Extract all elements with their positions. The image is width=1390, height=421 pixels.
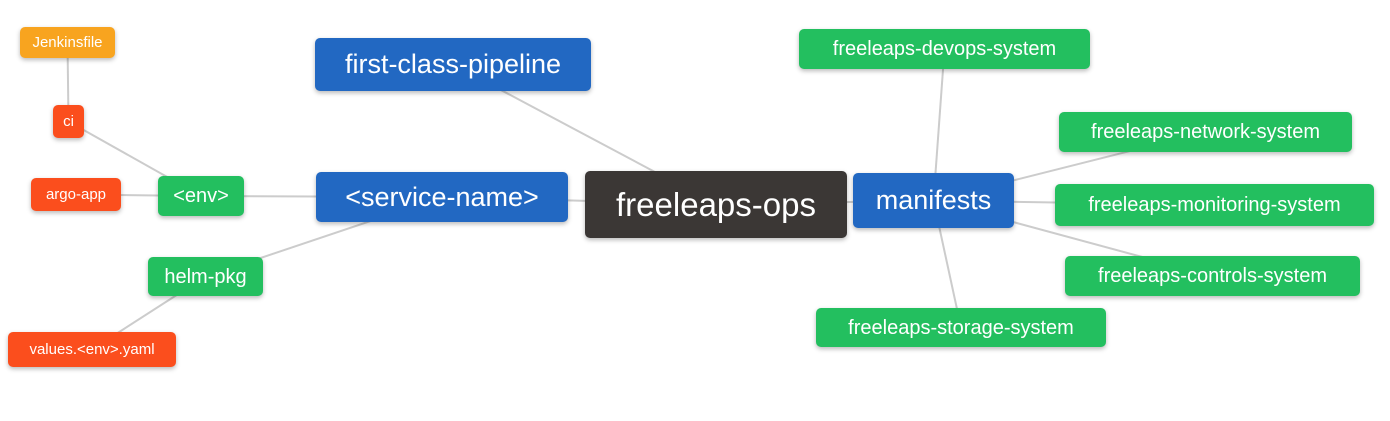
node-jenkinsfile[interactable]: Jenkinsfile [20,27,115,58]
node-values-env-yaml[interactable]: values.<env>.yaml [8,332,176,367]
node-freeleaps-ops-root[interactable]: freeleaps-ops [585,171,847,238]
node-env[interactable]: <env> [158,176,244,216]
node-freeleaps-devops-system[interactable]: freeleaps-devops-system [799,29,1090,69]
node-freeleaps-controls-system[interactable]: freeleaps-controls-system [1065,256,1360,296]
node-argo-app[interactable]: argo-app [31,178,121,211]
node-helm-pkg[interactable]: helm-pkg [148,257,263,296]
node-service-name[interactable]: <service-name> [316,172,568,222]
node-freeleaps-storage-system[interactable]: freeleaps-storage-system [816,308,1106,347]
node-ci[interactable]: ci [53,105,84,138]
node-freeleaps-network-system[interactable]: freeleaps-network-system [1059,112,1352,152]
node-first-class-pipeline[interactable]: first-class-pipeline [315,38,591,91]
node-manifests[interactable]: manifests [853,173,1014,228]
node-freeleaps-monitoring-system[interactable]: freeleaps-monitoring-system [1055,184,1374,226]
